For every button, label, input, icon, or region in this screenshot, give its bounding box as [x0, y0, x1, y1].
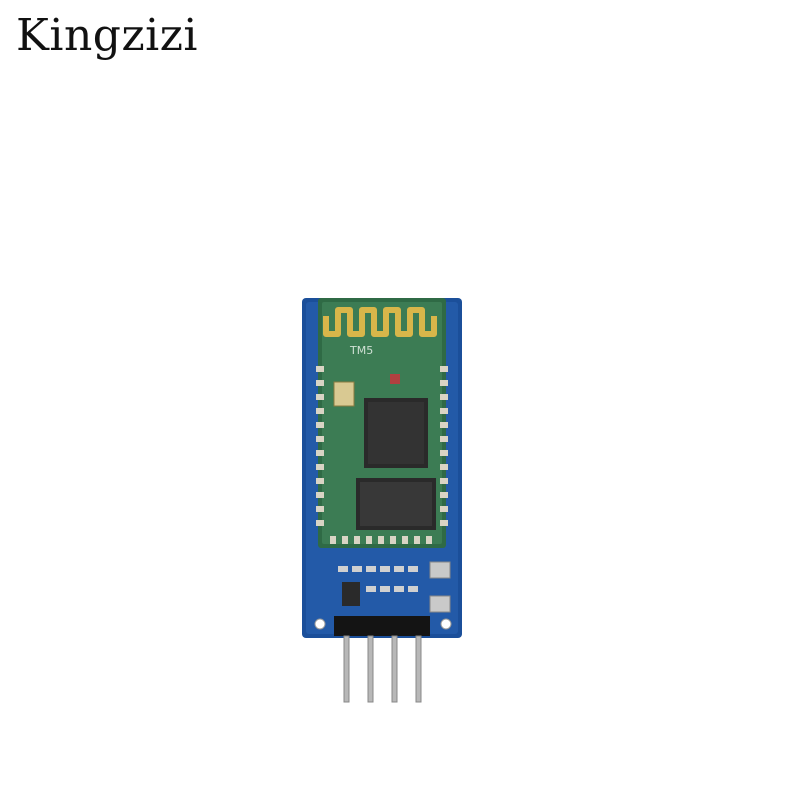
- product-photo: TM5: [290, 290, 480, 710]
- mounting-hole-right: [440, 618, 452, 630]
- header-pins: [343, 635, 422, 703]
- smd-components: [338, 566, 418, 592]
- solder-pads-right: [440, 366, 448, 526]
- button-pad: [429, 561, 451, 579]
- led-component: [390, 374, 400, 384]
- solder-pads-left: [316, 366, 324, 526]
- mounting-hole-left: [314, 618, 326, 630]
- pcb-printed-text: TM5: [349, 344, 373, 357]
- antenna-trace: [323, 307, 437, 337]
- solder-pads-bottom: [330, 536, 432, 544]
- regulator-chip: [342, 582, 360, 606]
- bluetooth-module-illustration: TM5: [302, 298, 462, 703]
- brand-logo-text: Kingzizi: [16, 10, 198, 61]
- pin-header: [334, 616, 430, 636]
- crystal-component: [333, 381, 355, 407]
